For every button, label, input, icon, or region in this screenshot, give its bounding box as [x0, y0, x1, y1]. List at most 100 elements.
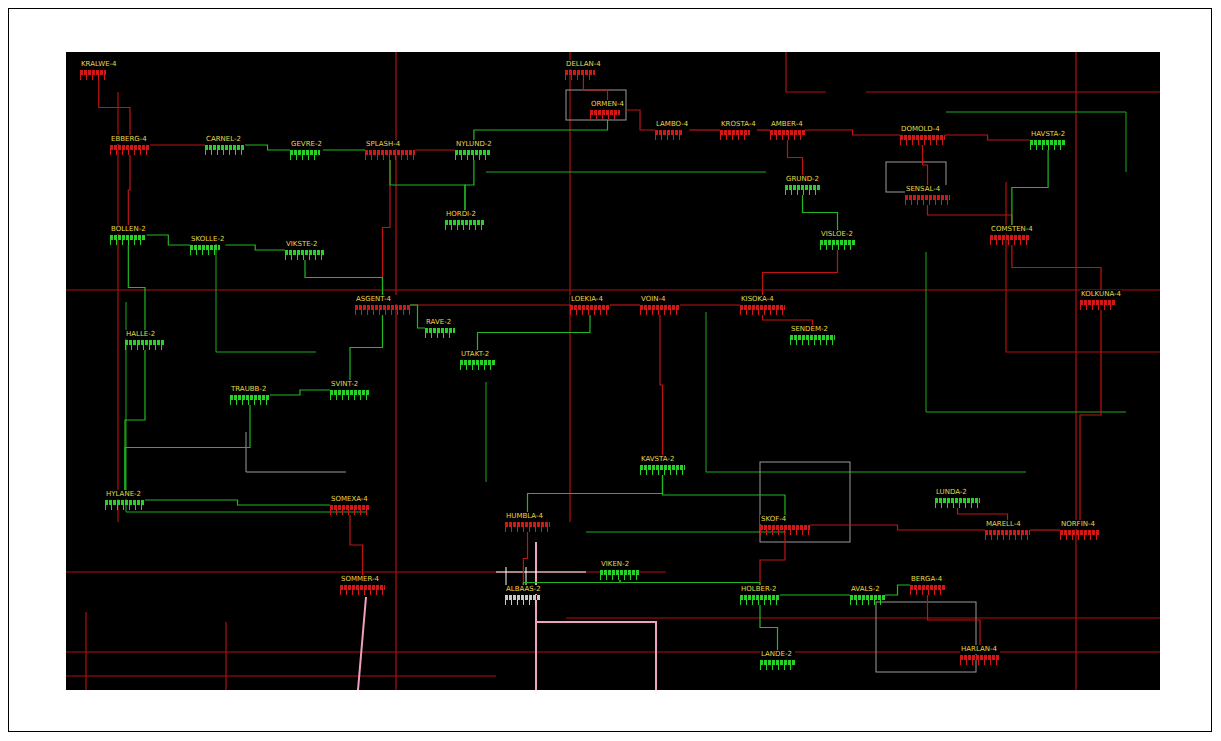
busbar-node: KISOKA-4	[740, 295, 785, 315]
bus-label: NYLUND-2	[455, 140, 493, 149]
line-connector	[305, 260, 383, 295]
busbar-node: SKOLLE-2	[190, 235, 225, 255]
line-connector	[689, 129, 720, 130]
line-connector	[928, 205, 1012, 225]
feeder-ticks	[905, 200, 950, 205]
feeder-ticks	[590, 115, 620, 120]
line-connector	[125, 405, 250, 490]
busbar-node: SPLASH-4	[365, 140, 415, 160]
distribution-line	[926, 252, 1126, 412]
feeder-ticks	[505, 527, 550, 532]
bus-label: DELLAN-4	[565, 60, 602, 69]
line-connector	[410, 305, 425, 328]
feeder-ticks	[640, 470, 685, 475]
line-connector	[928, 595, 981, 645]
bus-label: MARELL-4	[985, 520, 1030, 529]
transmission-line	[566, 617, 1160, 618]
feeder-ticks	[850, 600, 885, 605]
line-connector	[128, 245, 145, 330]
feeder-ticks	[340, 590, 385, 595]
feeder-ticks	[105, 505, 145, 510]
transmission-line	[569, 52, 570, 522]
busbar-node: DELLAN-4	[565, 60, 602, 80]
feeder-ticks	[935, 503, 980, 508]
line-connector	[528, 475, 663, 512]
line-connector	[757, 129, 770, 130]
transmission-line	[66, 675, 496, 676]
line-connector	[523, 532, 527, 585]
transmission-line	[866, 91, 1160, 92]
feeder-ticks	[985, 535, 1030, 540]
feeder-ticks	[330, 395, 370, 400]
busbar-node: AVALS-2	[850, 585, 885, 605]
feeder-ticks	[655, 135, 683, 140]
bus-label: TRAUBB-2	[230, 385, 270, 394]
busbar-node: GEVRE-2	[290, 140, 323, 160]
busbar-node: HARLAN-4	[960, 645, 1000, 665]
bus-label: RAVE-2	[425, 318, 455, 327]
bus-label: SOMMER-4	[340, 575, 385, 584]
highlight-line	[358, 597, 366, 690]
feeder-ticks	[505, 600, 540, 605]
line-connector	[415, 149, 455, 150]
feeder-ticks	[760, 530, 810, 535]
distribution-line	[486, 382, 487, 482]
line-connector	[147, 235, 190, 245]
busbar-node: EBBERG-4	[110, 135, 150, 155]
line-connector	[323, 149, 365, 150]
distribution-line	[586, 532, 786, 533]
transmission-line	[66, 571, 666, 572]
line-connector	[474, 120, 608, 140]
busbar-node: VIKSTE-2	[285, 240, 325, 260]
highlight-line	[536, 622, 656, 690]
busbar-node: HOLBER-2	[740, 585, 780, 605]
feeder-ticks	[365, 155, 415, 160]
busbar-node: SVINT-2	[330, 380, 370, 400]
feeder-ticks	[960, 660, 1000, 665]
line-connector	[350, 315, 383, 380]
line-connector	[583, 80, 607, 100]
busbar-node: ALBAAS-2	[505, 585, 542, 605]
line-connector	[383, 160, 391, 295]
line-connector	[125, 350, 145, 490]
feeder-ticks	[190, 250, 220, 255]
bus-label: SKOF-4	[760, 515, 810, 524]
bus-label: SVINT-2	[330, 380, 370, 389]
bus-label: BOLLEN-2	[110, 225, 147, 234]
busbar-node: HALLE-2	[125, 330, 165, 350]
feeder-ticks	[760, 665, 795, 670]
bus-label: CARNEL-2	[205, 135, 245, 144]
feeder-ticks	[425, 333, 455, 338]
busbar-node: SOMEXA-4	[330, 495, 370, 515]
line-connector	[763, 315, 813, 325]
busbar-node: BERGA-4	[910, 575, 945, 595]
line-connector	[885, 585, 910, 595]
feeder-ticks	[785, 190, 820, 195]
line-connector	[145, 500, 330, 505]
feeder-ticks	[125, 345, 165, 350]
busbar-node: NORFIN-4	[1060, 520, 1100, 540]
bus-label: SOMEXA-4	[330, 495, 370, 504]
bus-label: VIKSTE-2	[285, 240, 325, 249]
busbar-node: ORMEN-4	[590, 100, 625, 120]
bus-label: HALLE-2	[125, 330, 165, 339]
line-connector	[150, 144, 205, 145]
feeder-ticks	[570, 310, 610, 315]
bus-label: UTAKT-2	[460, 350, 495, 359]
busbar-node: MARELL-4	[985, 520, 1030, 540]
line-connector	[1080, 310, 1101, 520]
bus-label: AVALS-2	[850, 585, 885, 594]
line-connector	[99, 80, 130, 135]
line-connector	[760, 605, 778, 650]
line-connector	[958, 508, 1008, 520]
feeder-ticks	[740, 310, 785, 315]
busbar-node: KROSTA-4	[720, 120, 757, 140]
feeder-ticks	[290, 155, 320, 160]
feeder-ticks	[770, 135, 805, 140]
bus-label: KROSTA-4	[720, 120, 757, 129]
bus-label: KAVSTA-2	[640, 455, 685, 464]
busbar-node: AMBER-4	[770, 120, 805, 140]
busbar-node: BOLLEN-2	[110, 225, 147, 245]
distribution-line	[946, 112, 1126, 172]
feeder-ticks	[740, 600, 780, 605]
